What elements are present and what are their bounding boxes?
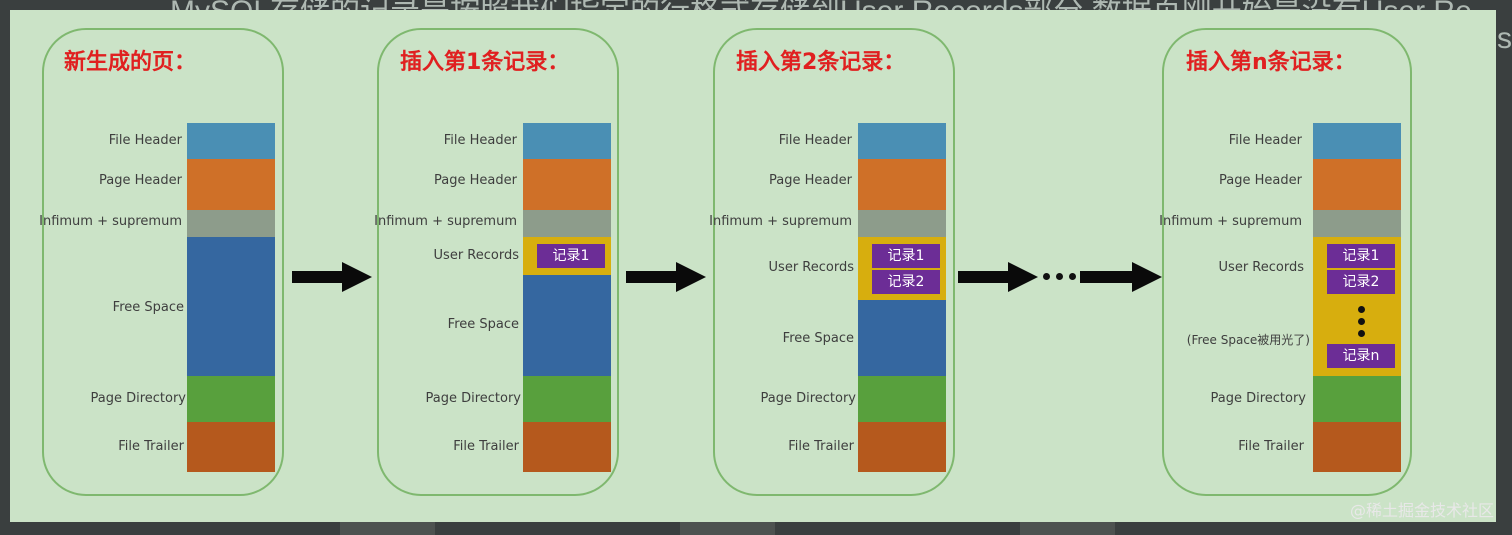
segment-user-records: 记录1 记录2 记录n (1313, 237, 1401, 376)
label-page-header: Page Header (99, 173, 182, 188)
panel-insert-record-1 (377, 28, 619, 496)
vertical-ellipsis-dot (1358, 318, 1365, 325)
label-infimum: Infimum + supremum (1159, 214, 1302, 229)
vertical-ellipsis-dot (1358, 306, 1365, 313)
record-1: 记录1 (537, 244, 605, 268)
arrow-right-icon (292, 262, 372, 292)
panel-title: 插入第n条记录： (1186, 50, 1356, 75)
record-2: 记录2 (1327, 270, 1395, 294)
panel-title: 插入第2条记录： (736, 50, 906, 75)
dot (1056, 273, 1063, 280)
vertical-ellipsis-dot (1358, 330, 1365, 337)
segment-page-header (1313, 159, 1401, 210)
label-file-header: File Header (108, 133, 182, 148)
segment-infimum-supremum (858, 210, 946, 237)
background-strip (1020, 522, 1115, 535)
label-user-records: User Records (433, 248, 519, 263)
label-infimum: Infimum + supremum (39, 214, 182, 229)
segment-page-directory (858, 376, 946, 422)
label-file-header: File Header (443, 133, 517, 148)
label-page-directory: Page Directory (425, 391, 521, 406)
segment-file-header (523, 123, 611, 159)
label-file-trailer: File Trailer (1238, 439, 1304, 454)
label-user-records: User Records (1218, 260, 1304, 275)
label-infimum: Infimum + supremum (374, 214, 517, 229)
label-page-header: Page Header (769, 173, 852, 188)
watermark: @稀土掘金技术社区 (1349, 501, 1494, 520)
label-free-space: Free Space (782, 331, 854, 346)
dot (1069, 273, 1076, 280)
segment-file-trailer (187, 422, 275, 472)
label-page-header: Page Header (1219, 173, 1302, 188)
diagram-canvas: 新生成的页： File Header Page Header Infimum +… (10, 10, 1496, 522)
segment-infimum-supremum (523, 210, 611, 237)
label-file-trailer: File Trailer (788, 439, 854, 454)
segment-free-space (187, 237, 275, 376)
panel-new-page (42, 28, 284, 496)
segment-file-header (858, 123, 946, 159)
panel-title: 插入第1条记录： (400, 50, 570, 75)
segment-page-header (858, 159, 946, 210)
label-infimum: Infimum + supremum (709, 214, 852, 229)
label-user-records: User Records (768, 260, 854, 275)
segment-infimum-supremum (187, 210, 275, 237)
arrow-right-icon (1080, 262, 1162, 292)
segment-free-space (523, 275, 611, 376)
label-page-directory: Page Directory (90, 391, 186, 406)
segment-file-trailer (523, 422, 611, 472)
segment-file-header (187, 123, 275, 159)
segment-page-directory (523, 376, 611, 422)
label-page-directory: Page Directory (1210, 391, 1306, 406)
panel-insert-record-2 (713, 28, 955, 496)
segment-page-directory (1313, 376, 1401, 422)
segment-page-header (187, 159, 275, 210)
record-1: 记录1 (1327, 244, 1395, 268)
label-file-trailer: File Trailer (453, 439, 519, 454)
label-file-header: File Header (1228, 133, 1302, 148)
segment-user-records: 记录1 (523, 237, 611, 275)
ellipsis-icon (1043, 273, 1083, 281)
background-strip (340, 522, 435, 535)
segment-page-header (523, 159, 611, 210)
label-file-trailer: File Trailer (118, 439, 184, 454)
segment-free-space (858, 300, 946, 376)
segment-file-header (1313, 123, 1401, 159)
segment-infimum-supremum (1313, 210, 1401, 237)
segment-file-trailer (858, 422, 946, 472)
panel-insert-record-n (1162, 28, 1412, 496)
label-free-space-used: (Free Space被用光了) (1186, 333, 1310, 347)
label-page-directory: Page Directory (760, 391, 856, 406)
arrow-right-icon (626, 262, 706, 292)
label-page-header: Page Header (434, 173, 517, 188)
record-2: 记录2 (872, 270, 940, 294)
record-n: 记录n (1327, 344, 1395, 368)
segment-user-records: 记录1 记录2 (858, 237, 946, 300)
panel-title: 新生成的页： (64, 50, 197, 75)
label-free-space: Free Space (447, 317, 519, 332)
arrow-right-icon (958, 262, 1038, 292)
segment-page-directory (187, 376, 275, 422)
label-free-space: Free Space (112, 300, 184, 315)
record-1: 记录1 (872, 244, 940, 268)
dot (1043, 273, 1050, 280)
background-strip (680, 522, 775, 535)
segment-file-trailer (1313, 422, 1401, 472)
label-file-header: File Header (778, 133, 852, 148)
